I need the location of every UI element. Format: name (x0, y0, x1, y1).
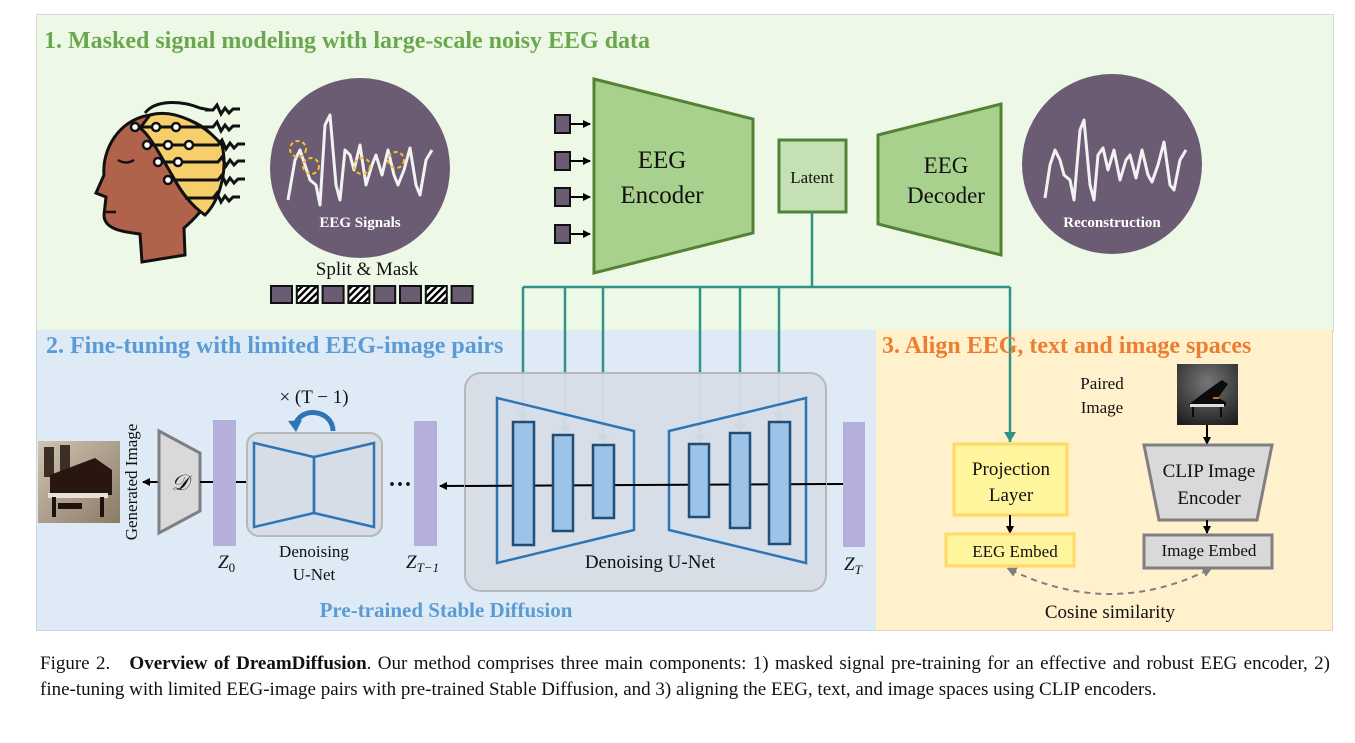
visible-token (270, 285, 293, 304)
unet-block (728, 431, 752, 530)
clip-label-line2: Encoder (1177, 488, 1241, 509)
eeg-decoder: EEG Decoder (876, 102, 1003, 257)
small-unet-label-line1: Denoising (279, 542, 349, 561)
latent-zt-bar (843, 422, 865, 547)
generated-image-label: Generated Image (122, 424, 141, 541)
split-mask-label: Split & Mask (316, 259, 419, 280)
reconstruction-label: Reconstruction (1063, 215, 1161, 231)
unet-block (687, 442, 711, 519)
unet-blocks (511, 420, 792, 547)
encoder-label-line2: Encoder (620, 182, 704, 209)
zt-label: ZT (844, 554, 863, 577)
panel1-title: 1. Masked signal modeling with large-sca… (44, 28, 651, 54)
eeg-signals-label: EEG Signals (319, 215, 400, 231)
ellipsis: ··· (388, 472, 412, 498)
latent-label: Latent (790, 168, 834, 187)
vae-decoder: 𝒟 (157, 428, 202, 536)
projection-label-line2: Layer (989, 485, 1034, 506)
zt-minus-1-label: ZT−1 (406, 552, 439, 575)
paired-image-label-line1: Paired (1080, 374, 1124, 393)
eeg-embed-label: EEG Embed (972, 542, 1058, 561)
mask-token-sequence (270, 285, 474, 304)
panel2-title: 2. Fine-tuning with limited EEG-image pa… (46, 333, 504, 359)
unet-block (551, 433, 575, 533)
latent-box: Latent (777, 138, 848, 214)
input-patch (554, 224, 571, 244)
visible-token (373, 285, 397, 304)
denoising-unet: Denoising U-Net (464, 372, 827, 592)
caption-bold: Overview of DreamDiffusion (129, 653, 367, 674)
cosine-similarity-label: Cosine similarity (1045, 602, 1176, 623)
input-patch (554, 187, 571, 207)
eeg-signals-icon: EEG Signals (270, 78, 450, 258)
figure-caption: Figure 2. Overview of DreamDiffusion. Ou… (40, 651, 1330, 703)
cosine-similarity-arrow (1006, 567, 1213, 595)
decoder-label-line2: Decoder (907, 183, 985, 208)
paired-image-label-line2: Image (1081, 398, 1123, 417)
projection-label-line1: Projection (972, 459, 1051, 480)
projection-layer: Projection Layer (952, 442, 1069, 517)
decoder-label-line1: EEG (924, 153, 969, 178)
z0-label: Z0 (218, 552, 235, 575)
loop-count-label: × (T − 1) (279, 387, 348, 408)
small-unet-label-line2: U-Net (293, 565, 336, 584)
input-patch (554, 114, 571, 134)
encoder-label-line1: EEG (638, 147, 687, 174)
visible-token (321, 285, 345, 304)
caption-text: . Our method comprises three main compon… (40, 653, 1330, 700)
unet-block (767, 420, 792, 546)
paired-image (1177, 364, 1238, 425)
reconstruction-icon: Reconstruction (1022, 74, 1202, 254)
masked-token (295, 285, 319, 304)
small-denoising-unet (246, 410, 383, 537)
unet-label: Denoising U-Net (585, 552, 716, 573)
latent-z0-bar (213, 420, 236, 546)
unet-block (591, 443, 616, 520)
eeg-head-icon (93, 101, 245, 264)
image-embed-label: Image Embed (1162, 541, 1257, 560)
stable-diffusion-label: Pre-trained Stable Diffusion (320, 598, 573, 622)
caption-prefix: Figure 2. (40, 653, 111, 674)
input-patch (554, 151, 571, 171)
masked-token (347, 285, 371, 304)
panel3-title: 3. Align EEG, text and image spaces (882, 333, 1252, 359)
input-patches (554, 114, 591, 244)
masked-token (424, 285, 448, 304)
unet-block (511, 420, 536, 547)
clip-label-line1: CLIP Image (1163, 461, 1256, 482)
visible-token (399, 285, 422, 304)
decoder-symbol: 𝒟 (171, 470, 193, 495)
generated-image (38, 441, 120, 523)
clip-image-encoder: CLIP Image Encoder (1142, 443, 1274, 522)
eeg-embed: EEG Embed (944, 532, 1076, 568)
image-embed: Image Embed (1142, 533, 1274, 570)
eeg-encoder: EEG Encoder (592, 77, 755, 275)
visible-token (450, 285, 474, 304)
latent-zt-minus-1-bar (414, 421, 437, 546)
